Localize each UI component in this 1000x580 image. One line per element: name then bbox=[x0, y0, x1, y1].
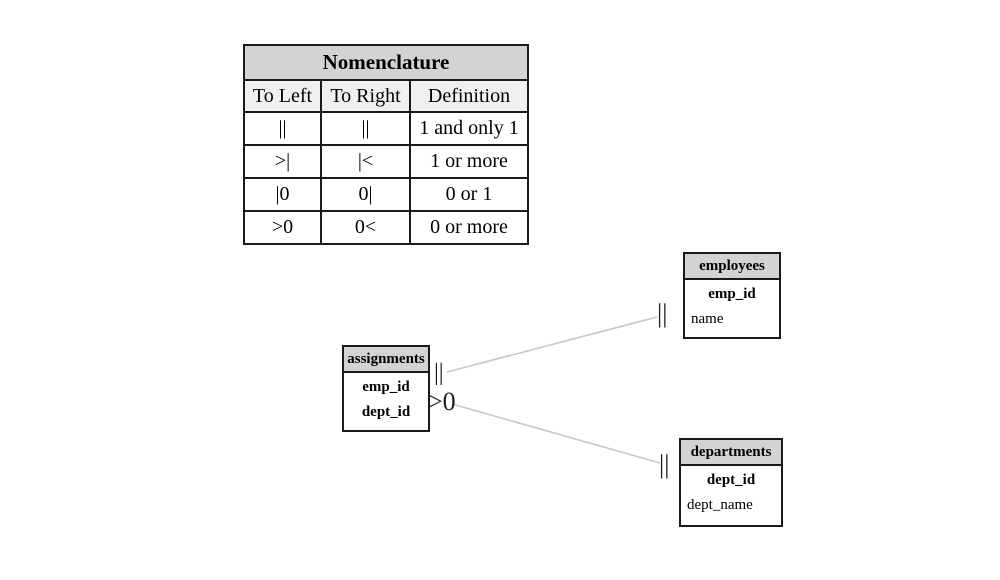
definition-cell: 1 and only 1 bbox=[409, 111, 529, 146]
cardinality-symbol-at-employees: || bbox=[657, 299, 668, 328]
symbol-cell: || bbox=[243, 111, 322, 146]
symbol-cell: || bbox=[320, 111, 411, 146]
entity-assignments-fields: emp_id dept_id bbox=[344, 373, 428, 420]
field-dept-id: dept_id bbox=[706, 472, 756, 488]
symbol-cell: |< bbox=[320, 144, 411, 179]
relationship-line-assignments-departments bbox=[451, 403, 661, 464]
symbol-cell: |0 bbox=[243, 177, 322, 212]
symbol-cell: 0< bbox=[320, 210, 411, 245]
cardinality-symbol-assignments-to-departments: >0 bbox=[428, 387, 456, 416]
entity-assignments-title: assignments bbox=[344, 347, 428, 373]
nomenclature-col-to-left: To Left bbox=[243, 79, 322, 113]
entity-departments-title: departments bbox=[681, 440, 781, 466]
table-row: >| |< 1 or more bbox=[243, 144, 529, 179]
field-emp-id: emp_id bbox=[708, 286, 756, 302]
symbol-cell: 0| bbox=[320, 177, 411, 212]
definition-cell: 0 or 1 bbox=[409, 177, 529, 212]
entity-departments: departments dept_id dept_name bbox=[679, 438, 783, 527]
table-row: || || 1 and only 1 bbox=[243, 111, 529, 146]
cardinality-symbol-at-departments: || bbox=[659, 450, 670, 479]
entity-employees-title: employees bbox=[685, 254, 779, 280]
definition-cell: 1 or more bbox=[409, 144, 529, 179]
symbol-cell: >| bbox=[243, 144, 322, 179]
table-row: >0 0< 0 or more bbox=[243, 210, 529, 245]
symbol-cell: >0 bbox=[243, 210, 322, 245]
nomenclature-col-to-right: To Right bbox=[320, 79, 411, 113]
relationship-line-assignments-employees bbox=[446, 316, 658, 373]
nomenclature-table: Nomenclature To Left To Right Definition… bbox=[243, 44, 529, 245]
field-name: name bbox=[691, 311, 724, 327]
table-row: |0 0| 0 or 1 bbox=[243, 177, 529, 212]
field-emp-id: emp_id bbox=[362, 379, 410, 395]
nomenclature-legend: Nomenclature To Left To Right Definition… bbox=[243, 44, 529, 245]
entity-employees: employees emp_id name bbox=[683, 252, 781, 339]
entity-departments-fields: dept_id dept_name bbox=[681, 466, 781, 513]
definition-cell: 0 or more bbox=[409, 210, 529, 245]
nomenclature-title: Nomenclature bbox=[243, 44, 529, 81]
nomenclature-col-definition: Definition bbox=[409, 79, 529, 113]
field-dept-name: dept_name bbox=[687, 497, 753, 513]
entity-assignments: assignments emp_id dept_id bbox=[342, 345, 430, 432]
cardinality-symbol-assignments-to-employees: || bbox=[434, 360, 444, 386]
entity-employees-fields: emp_id name bbox=[685, 280, 779, 327]
field-dept-id: dept_id bbox=[361, 404, 411, 420]
